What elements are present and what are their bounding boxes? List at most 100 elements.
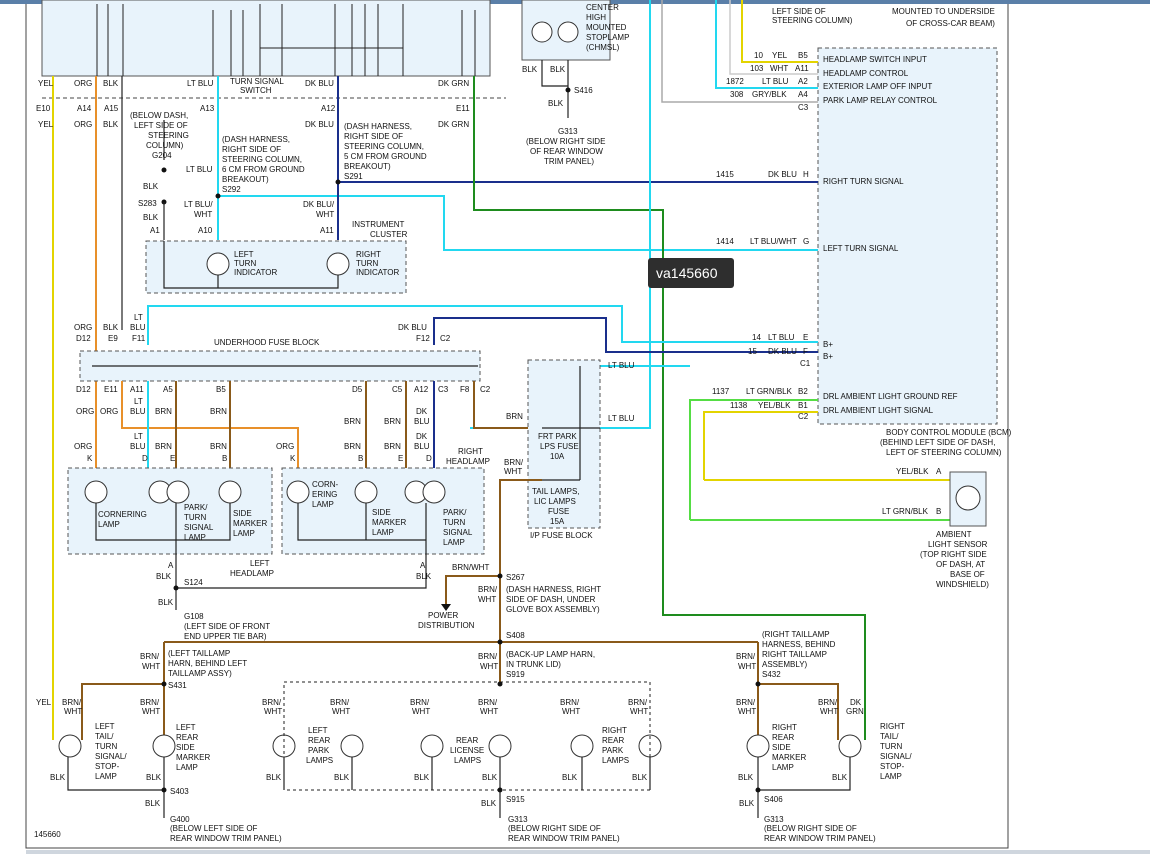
pin-a14: A14 bbox=[77, 104, 92, 113]
rb-blk11: BLK bbox=[145, 799, 161, 808]
pin-e10: E10 bbox=[36, 104, 51, 113]
g313b-label: G313 bbox=[764, 815, 784, 824]
rb-blk13: BLK bbox=[739, 799, 755, 808]
bcm-b2-color: DK BLU bbox=[768, 347, 797, 356]
wire-dkgrn-e11 bbox=[473, 76, 866, 740]
dash-r-1: (DASH HARNESS, bbox=[344, 122, 412, 131]
instrument-cluster-box bbox=[145, 240, 407, 294]
rh-corner-2: ERING bbox=[312, 490, 337, 499]
bcm-d2-pin: B1 bbox=[798, 401, 808, 410]
rh-d: D bbox=[426, 454, 432, 463]
pin-a12: A12 bbox=[321, 104, 336, 113]
chmsl-bulb-left bbox=[531, 21, 553, 43]
dash-l-4: 6 CM FROM GROUND bbox=[222, 165, 305, 174]
lh-e: E bbox=[170, 454, 175, 463]
cl-w2b: WHT bbox=[316, 210, 334, 219]
rh-brn: BRN bbox=[344, 442, 361, 451]
top-ltblu: LT BLU bbox=[187, 79, 214, 88]
sensor-a: A bbox=[936, 467, 942, 476]
bcm-d1-pin: B2 bbox=[798, 387, 808, 396]
dash-l-ltblu: LT BLU bbox=[186, 165, 213, 174]
rh-park-3: SIGNAL bbox=[443, 528, 473, 537]
dash-r-3: STEERING COLUMN, bbox=[344, 142, 424, 151]
wire-ltblu-a2 bbox=[715, 0, 818, 89]
s403-label: S403 bbox=[170, 787, 189, 796]
lw-dk: DK bbox=[416, 407, 428, 416]
bcm-in2-color: WHT bbox=[770, 64, 788, 73]
rb-blk10: BLK bbox=[832, 773, 848, 782]
lt-side-5: LAMP bbox=[176, 763, 198, 772]
bcm-in2-pin: A11 bbox=[795, 64, 809, 73]
s431-label: S431 bbox=[168, 681, 187, 690]
ip-label: I/P FUSE BLOCK bbox=[530, 531, 593, 540]
s267-note-2: SIDE OF DASH, UNDER bbox=[506, 595, 596, 604]
rr-note-3: RIGHT TAILLAMP bbox=[762, 650, 827, 659]
lw-brn3: BRN bbox=[344, 417, 361, 426]
bcm-lt-color: LT BLU/WHT bbox=[750, 237, 797, 246]
lh-lt: LT bbox=[134, 432, 143, 441]
bcm-lt-num: 1414 bbox=[716, 237, 734, 246]
wire-rt-tail bbox=[758, 683, 839, 740]
top-dkblu-2: DK BLU bbox=[305, 120, 334, 129]
bcm-b2-name: B+ bbox=[823, 352, 833, 361]
g-blk3: BLK bbox=[158, 598, 174, 607]
s408-label: S408 bbox=[506, 631, 525, 640]
lh-side-1: SIDE bbox=[233, 509, 252, 518]
ip-fuse-links bbox=[542, 366, 600, 481]
lic-1: REAR bbox=[456, 736, 478, 745]
bcm-d1-num: 1137 bbox=[712, 387, 730, 396]
cl-w2: DK BLU/ bbox=[303, 200, 335, 209]
r-brn3: BRN/ bbox=[140, 698, 160, 707]
dash-r-5: BREAKOUT) bbox=[344, 162, 391, 171]
chmsl-blk-b: BLK bbox=[550, 65, 566, 74]
g313-top-note-2: OF REAR WINDOW bbox=[530, 147, 603, 156]
wire-brnwht-s267 bbox=[499, 479, 542, 642]
lw-org: ORG bbox=[76, 407, 94, 416]
s267-label: S267 bbox=[506, 573, 525, 582]
bcm-b1-num: 14 bbox=[752, 333, 761, 342]
bcm-title-3: LEFT OF STEERING COLUMN) bbox=[886, 448, 1002, 457]
ip-brn: BRN bbox=[506, 412, 523, 421]
power-2: DISTRIBUTION bbox=[418, 621, 475, 630]
rh-b: B bbox=[358, 454, 363, 463]
s267-bw2: WHT bbox=[478, 595, 496, 604]
bcm-b1-name: B+ bbox=[823, 340, 833, 349]
ip-tail-3: FUSE bbox=[548, 507, 569, 516]
ip-ltblu2: LT BLU bbox=[608, 414, 635, 423]
rh-side-3: LAMP bbox=[372, 528, 394, 537]
top-org: ORG bbox=[74, 79, 92, 88]
lh-brn: BRN bbox=[155, 442, 172, 451]
left-cornering-bulb bbox=[84, 480, 108, 504]
lt-park-3: PARK bbox=[308, 746, 330, 755]
g108-note-2: END UPPER TIE BAR) bbox=[184, 632, 267, 641]
rb-blk4: BLK bbox=[334, 773, 350, 782]
g313-top-note-3: TRIM PANEL) bbox=[544, 157, 594, 166]
r-wht12: WHT bbox=[562, 707, 580, 716]
sensor-l2: LIGHT SENSOR bbox=[928, 540, 988, 549]
rl-note-3: TAILLAMP ASSY) bbox=[168, 669, 232, 678]
cluster-ground bbox=[163, 241, 339, 289]
bcm-in3-color: LT BLU bbox=[762, 77, 789, 86]
rh-dk: DK bbox=[416, 432, 428, 441]
fb-e9: E9 bbox=[108, 334, 118, 343]
horizontal-scrollbar[interactable] bbox=[26, 850, 1150, 854]
ip-ltblu1: LT BLU bbox=[608, 361, 635, 370]
sensor-wa: YEL/BLK bbox=[896, 467, 929, 476]
wire-lt-tail bbox=[81, 683, 164, 740]
dash-l-5: BREAKOUT) bbox=[222, 175, 269, 184]
lw-org2: ORG bbox=[100, 407, 118, 416]
lh-b: B bbox=[222, 454, 227, 463]
s919-label: S919 bbox=[506, 670, 525, 679]
sensor-l6: WINDSHIELD) bbox=[936, 580, 989, 589]
power-1: POWER bbox=[428, 611, 458, 620]
lh-park-2: TURN bbox=[184, 513, 206, 522]
rt-park-4: LAMPS bbox=[602, 756, 629, 765]
dash-r-4: 5 CM FROM GROUND bbox=[344, 152, 427, 161]
lh-brn2: BRN bbox=[210, 442, 227, 451]
bcm-in3-num: 1872 bbox=[726, 77, 744, 86]
r-brn5: BRN/ bbox=[736, 652, 756, 661]
s124-dot bbox=[173, 585, 179, 591]
bcm-in1-name: HEADLAMP SWITCH INPUT bbox=[823, 55, 927, 64]
wire-bplus-ltblu bbox=[147, 305, 818, 345]
rc-note-1: (BACK-UP LAMP HARN, bbox=[506, 650, 595, 659]
